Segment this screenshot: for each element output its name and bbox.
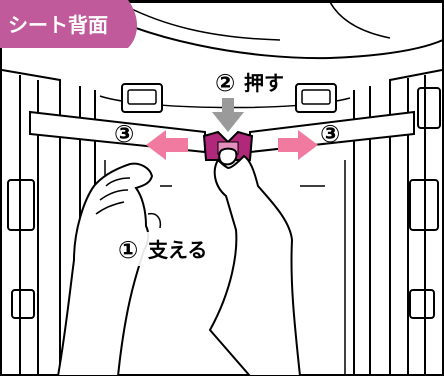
push-arrow: [212, 98, 244, 132]
harness-slot-right: [295, 83, 337, 113]
step-2-label: 押す: [244, 71, 284, 95]
pull-arrow-right: [278, 130, 318, 160]
step-3-left-number: ③: [114, 120, 134, 148]
right-hand: [208, 154, 302, 376]
badge-label: シート背面: [8, 13, 108, 37]
step-3-right-number: ③: [320, 120, 340, 148]
step-1-label: 支える: [148, 238, 207, 262]
harness-slot-left: [121, 83, 163, 113]
seat-back-badge: シート背面: [0, 0, 137, 48]
canopy: [76, 0, 444, 60]
step-2-number: ②: [215, 69, 235, 97]
pull-arrow-left: [146, 130, 188, 160]
step-1-number: ①: [118, 236, 138, 264]
